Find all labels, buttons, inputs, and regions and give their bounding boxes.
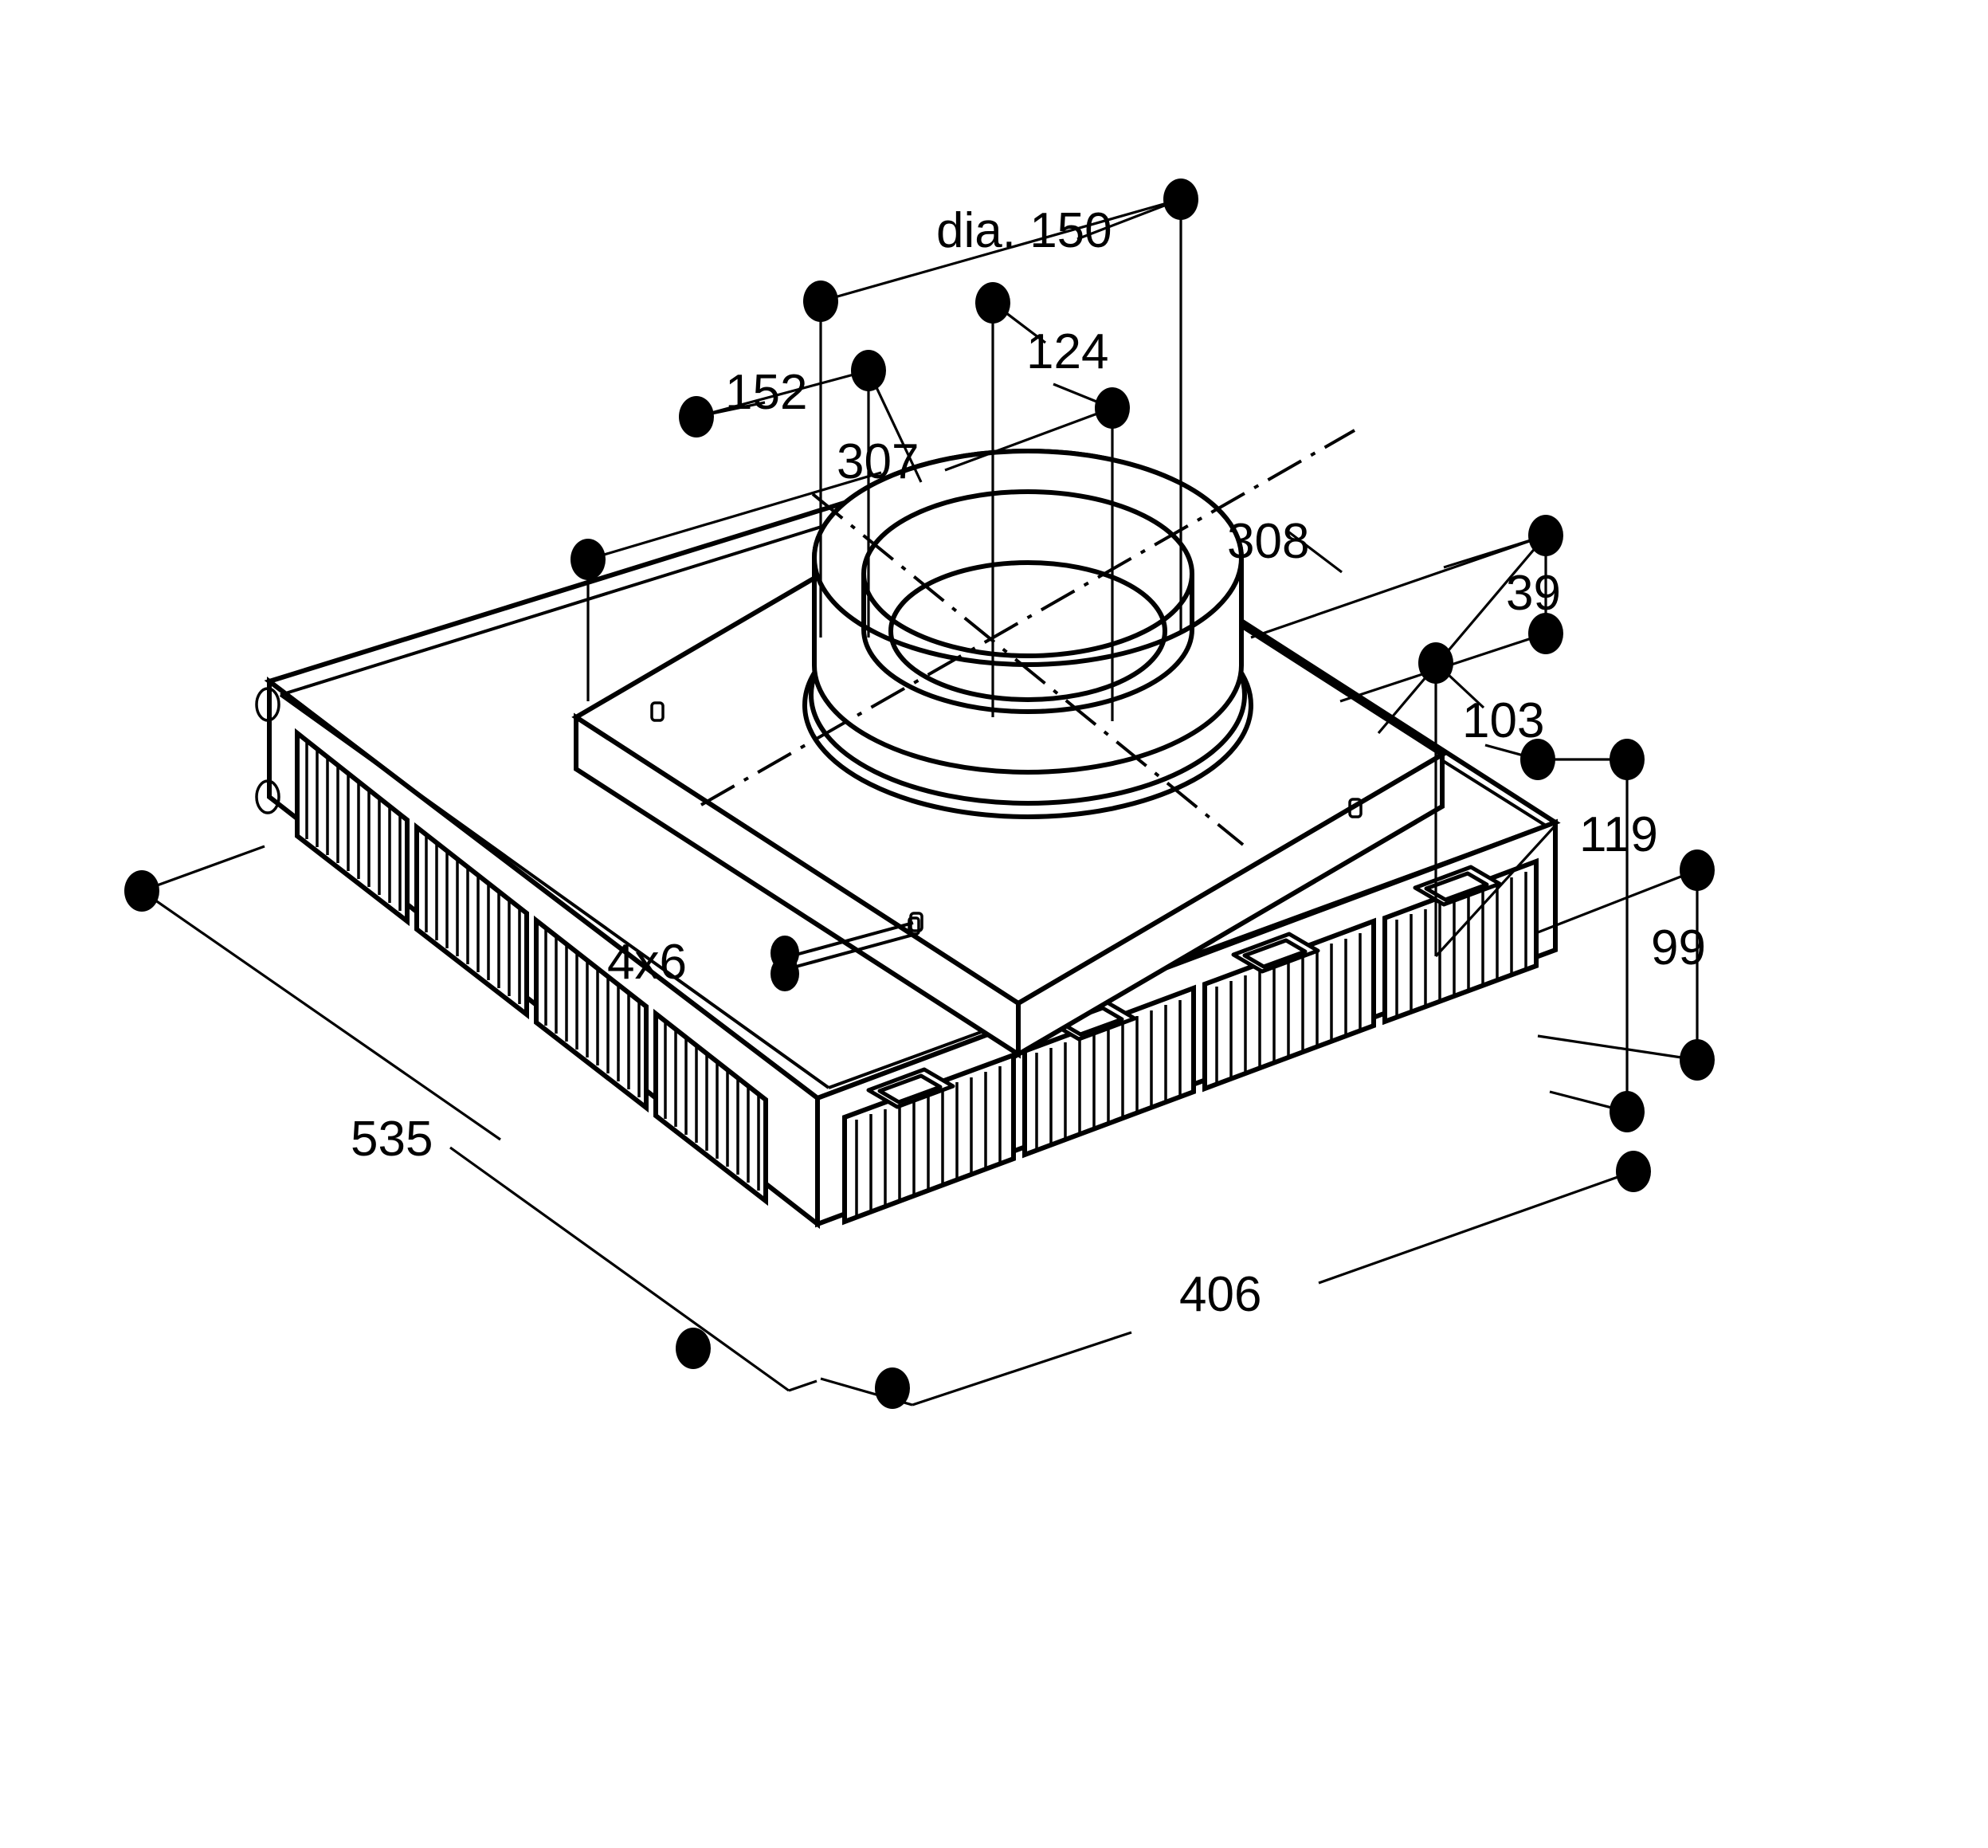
leader-307-diagonal-left — [587, 471, 882, 561]
leader-535-lower — [449, 1146, 790, 1392]
mounting-lug-lower — [255, 779, 280, 814]
dimension-dots — [124, 179, 1715, 1409]
dot-dia150-left — [803, 281, 838, 322]
latch-handle-1-inner — [877, 1073, 943, 1104]
dot-39-lower — [1528, 613, 1563, 654]
dot-124-lower — [1095, 387, 1130, 429]
leader-307-to-text — [867, 370, 923, 483]
leader-307-text-right — [944, 406, 1113, 472]
latch-handles[interactable] — [866, 865, 1502, 1109]
collar-top-rim-inner — [861, 489, 1194, 658]
dim-label-308: 308 — [1227, 514, 1309, 569]
centerline-a — [700, 429, 1355, 806]
left-mounting-lugs — [255, 687, 280, 814]
leader-406-right — [1318, 1170, 1634, 1285]
leader-308-line — [1250, 534, 1547, 639]
plate-right-edge-face — [1016, 750, 1445, 1059]
dim-label-307: 307 — [837, 434, 919, 489]
collar-inner-bottom — [888, 560, 1167, 702]
louver-group-left-1 — [305, 743, 402, 911]
leader-103-lower-to-body — [1434, 826, 1555, 958]
leader-308-right-from-body — [1377, 534, 1547, 735]
dim-label-dia-150: dia. 150 — [936, 203, 1112, 258]
dot-406-left — [875, 1367, 910, 1409]
dot-119-top — [1610, 739, 1645, 780]
dimension-labels: dia. 150 152 124 307 308 39 103 119 99 5… — [351, 203, 1706, 1322]
dot-152-left — [679, 396, 714, 437]
dim-label-99: 99 — [1651, 920, 1706, 975]
leader-152-diagonal — [696, 369, 869, 418]
louver-group-front-3 — [1215, 933, 1362, 1085]
louver-group-front-1 — [855, 1066, 1002, 1218]
leader-99-lower-horizontal — [1537, 1034, 1698, 1061]
collar-inner-bore — [861, 574, 1194, 714]
leader-535-to-body — [788, 1379, 818, 1392]
leader-535-upper — [141, 845, 265, 893]
dot-535-left — [124, 870, 159, 912]
louver-group-left-3 — [544, 930, 641, 1097]
dim-label-152: 152 — [725, 365, 807, 420]
duct-mounting-plate — [571, 467, 1447, 1059]
collar-centerlines — [700, 429, 1355, 846]
duct-collar — [802, 449, 1253, 819]
dot-103-top — [1418, 642, 1453, 684]
slot-detail — [786, 916, 920, 971]
leader-dia150-horizontal — [820, 198, 1182, 303]
dim-label-103: 103 — [1462, 693, 1544, 748]
slot-end-mark — [908, 916, 920, 936]
latch-handle-3-inner — [1242, 938, 1308, 969]
centerline-b — [811, 492, 1245, 846]
dot-308-right — [1528, 515, 1563, 556]
slot-outline — [786, 921, 914, 959]
dot-152-right — [851, 350, 886, 391]
dot-307-left — [571, 539, 606, 580]
dot-dia150-top-right — [1163, 179, 1198, 220]
dot-406-right — [1616, 1151, 1651, 1192]
louver-group-front-2 — [1035, 1000, 1182, 1151]
dot-535-bottom — [676, 1328, 711, 1369]
dim-label-406: 406 — [1179, 1267, 1261, 1322]
louver-group-left-2 — [425, 837, 521, 1004]
dim-label-4x6: 4x6 — [607, 935, 687, 990]
leader-406-left — [912, 1331, 1132, 1407]
leader-535-diagonal — [141, 889, 501, 1141]
slot-outline-2 — [786, 933, 914, 971]
plate-screw-mark-1 — [650, 701, 665, 722]
dot-124-top — [975, 282, 1010, 324]
leader-39-upper-horizontal — [1443, 534, 1547, 569]
dim-label-39: 39 — [1506, 566, 1561, 621]
dot-119-bottom — [1610, 1091, 1645, 1132]
leader-99-upper-horizontal — [1537, 869, 1698, 934]
dot-99-top — [1680, 849, 1715, 891]
dim-label-535: 535 — [351, 1112, 433, 1167]
plate-screw-mark-3 — [1348, 798, 1363, 818]
dim-label-124: 124 — [1026, 324, 1108, 379]
leader-308-to-text — [1285, 528, 1343, 574]
louver-group-left-4 — [664, 1023, 760, 1191]
top-ledge-left — [279, 693, 830, 1089]
left-filter-panels[interactable] — [295, 728, 768, 1206]
leader-dia150-to-text — [1076, 198, 1182, 241]
mounting-lug-upper — [255, 687, 280, 722]
dot-103-bottom — [1520, 739, 1555, 780]
dot-4x6-lower — [770, 956, 799, 991]
dot-99-bottom — [1680, 1039, 1715, 1081]
latch-handle-4-inner — [1424, 871, 1489, 902]
front-filter-panels[interactable] — [842, 857, 1539, 1226]
dim-label-119: 119 — [1579, 807, 1658, 862]
